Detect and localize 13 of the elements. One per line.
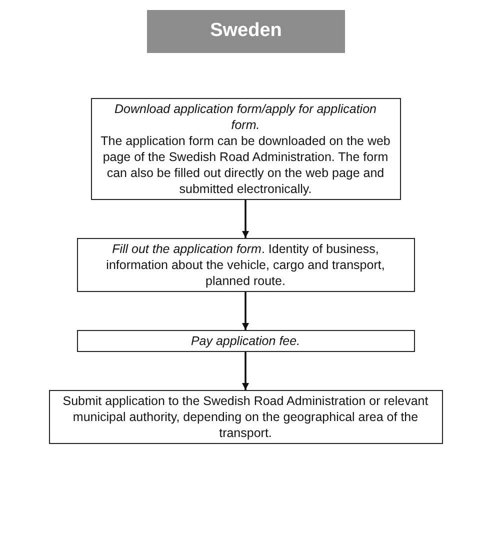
title-banner: Sweden	[147, 10, 345, 53]
arrow	[242, 292, 250, 330]
box-text: Pay application fee.	[190, 333, 302, 349]
process-box	[48, 390, 442, 444]
box-text: Fill out the application form. Identity of business, information about the vehicle, cargo and transport, planned route.	[105, 241, 386, 289]
box-text: The application form can be downloaded on the web page of the Swedish Road Administration. The form can also be filled out directly on the web page and submitted electronically.	[100, 133, 392, 197]
process-box	[76, 238, 414, 292]
process-box	[90, 98, 400, 200]
arrow	[242, 200, 250, 238]
box-text: Submit application to the Swedish Road Administration or relevant municipal authority, depending on the geographical area of the transport.	[62, 393, 430, 441]
process-box	[76, 330, 414, 352]
arrow	[242, 352, 250, 390]
box-text: Download application form/apply for application form.	[114, 101, 378, 133]
